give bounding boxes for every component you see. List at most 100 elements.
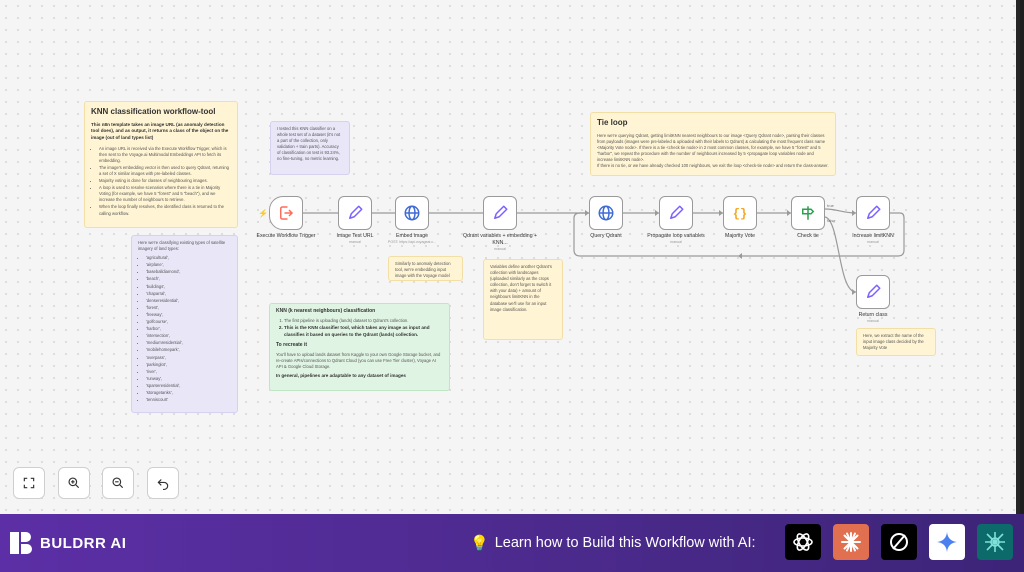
class-item: 'freeway', [146,312,231,318]
deepseek-button[interactable] [977,524,1013,560]
pencil-icon [867,284,881,298]
zoom-out-button[interactable] [102,467,134,499]
node-label: Query Qdrant [590,233,622,239]
class-item: 'beach', [146,276,231,282]
gemini-icon [937,532,957,552]
node-check-tie[interactable] [791,196,825,230]
class-item: 'tenniscourt' [146,397,231,403]
sticky-classes[interactable]: Here we're classifying existing types of… [131,235,238,413]
node-query-qdrant[interactable] [589,196,623,230]
node-execute-workflow-trigger[interactable] [269,196,303,230]
sticky-subtitle: To recreate it [276,341,308,348]
sticky-text: I tested this KNN classifier on a whole … [277,126,341,162]
arrow [852,289,856,295]
perplexity-button[interactable] [881,524,917,560]
zoom-out-icon [112,477,124,489]
bullet: Majority voting is done for classes of n… [99,178,231,184]
node-embed-image[interactable] [395,196,429,230]
sticky-tested[interactable]: I tested this KNN classifier on a whole … [270,121,350,175]
bullet: An image URL is received via the Execute… [99,146,231,164]
bullet: The image's embedding vector is then use… [99,165,231,177]
svg-text:{}: {} [733,207,747,221]
sticky-embed[interactable]: Similarly to anomaly detection tool, we'… [388,256,463,281]
zoom-in-icon [68,477,80,489]
edge-label-true: true [827,203,835,208]
class-item: 'agricultural', [146,255,231,261]
node-propagate-loop-variables[interactable] [659,196,693,230]
class-item: 'river', [146,369,231,375]
chatgpt-button[interactable] [785,524,821,560]
fit-view-icon [23,477,35,489]
class-item: 'overpass', [146,355,231,361]
sticky-main-description[interactable]: KNN classification workflow-tool This n8… [84,101,238,228]
deepseek-icon [985,532,1005,552]
undo-button[interactable] [147,467,179,499]
fit-view-button[interactable] [13,467,45,499]
node-label: Increase limitKNN [852,233,894,239]
class-item: 'forest', [146,305,231,311]
claude-icon [841,532,861,552]
class-item: 'chaparral', [146,291,231,297]
sticky-bullets: An image URL is received via the Execute… [91,146,231,217]
class-item: 'buildings', [146,284,231,290]
learn-label: Learn how to Build this Workflow with AI… [494,535,756,551]
workflow-connections: true false ⚡ [258,203,905,295]
node-label: Majority Vote [725,233,755,239]
workflow-canvas[interactable]: KNN classification workflow-tool This n8… [0,0,1020,514]
arrow [852,210,856,216]
sticky-text: Here we're classifying existing types of… [138,240,226,252]
sticky-knn-classification[interactable]: KNN (k nearest neighbours) classificatio… [269,303,450,391]
globe-icon [404,205,420,221]
learn-text: 💡 Learn how to Build this Workflow with … [470,534,756,552]
bullet: A loop is used to resolve scenarios wher… [99,185,231,203]
sticky-title: KNN (k nearest neighbours) classificatio… [276,308,376,314]
node-image-test-url[interactable] [338,196,372,230]
node-label: Execute Workflow Trigger [256,233,316,239]
pencil-icon [349,205,363,219]
node-sublabel: manual [867,240,879,244]
step: This is the KNN classifier tool, which t… [284,325,443,338]
class-item: 'mobilehomepark', [146,347,231,353]
node-label: Qdrant variables + embedding + KNN... [462,233,538,246]
class-item: 'storagetanks', [146,390,231,396]
class-item: 'airplane', [146,262,231,268]
sticky-text: Variables define another Qdrant's collec… [490,264,552,312]
sticky-tie-loop[interactable]: Tie loop Here we're querying Qdrant, get… [590,112,836,176]
sticky-intro: This n8n template takes an image URL (as… [91,121,229,140]
perplexity-icon [890,533,908,551]
class-item: 'golfcourse', [146,319,231,325]
class-item: 'baseballdiamond', [146,269,231,275]
arrow [787,210,791,216]
sticky-footer: In general, pipelines are adaptable to a… [276,373,406,379]
class-list: 'agricultural','airplane','baseballdiamo… [138,255,231,403]
sticky-text: Similarly to anomaly detection tool, we'… [395,261,451,279]
node-increase-limitknn[interactable] [856,196,890,230]
class-item: 'parkinglot', [146,362,231,368]
sticky-qdrant-variables[interactable]: Variables define another Qdrant's collec… [483,259,563,340]
bullet: When the loop finally resolves, the iden… [99,204,231,216]
node-sublabel: manual [670,240,682,244]
node-label: Embed image [395,233,428,239]
claude-button[interactable] [833,524,869,560]
sticky-return-class[interactable]: Here, we extract the name of the input i… [856,328,936,356]
node-return-class[interactable] [856,275,890,309]
class-item: 'sparseresidential', [146,383,231,389]
edge-label-false: false [827,218,836,223]
sticky-text-2: If there is no tie, or we have already c… [597,163,829,169]
signpost-icon [802,206,815,220]
node-majority-vote[interactable]: {} [723,196,757,230]
zoom-in-button[interactable] [58,467,90,499]
node-sublabel: manual [494,247,506,251]
class-item: 'runway', [146,376,231,382]
brand[interactable]: BULDRR AI [8,530,126,556]
node-qdrant-variables[interactable] [483,196,517,230]
node-sublabel: manual [349,240,361,244]
sticky-text: Here, we extract the name of the input i… [863,333,924,351]
lightbulb-icon: 💡 [470,535,489,552]
node-label: Check tie [797,233,819,239]
gemini-button[interactable] [929,524,965,560]
class-item: 'harbor', [146,326,231,332]
sticky-text: You'll have to upload lands dataset from… [276,351,441,370]
trigger-indicator: ⚡ [258,208,268,218]
